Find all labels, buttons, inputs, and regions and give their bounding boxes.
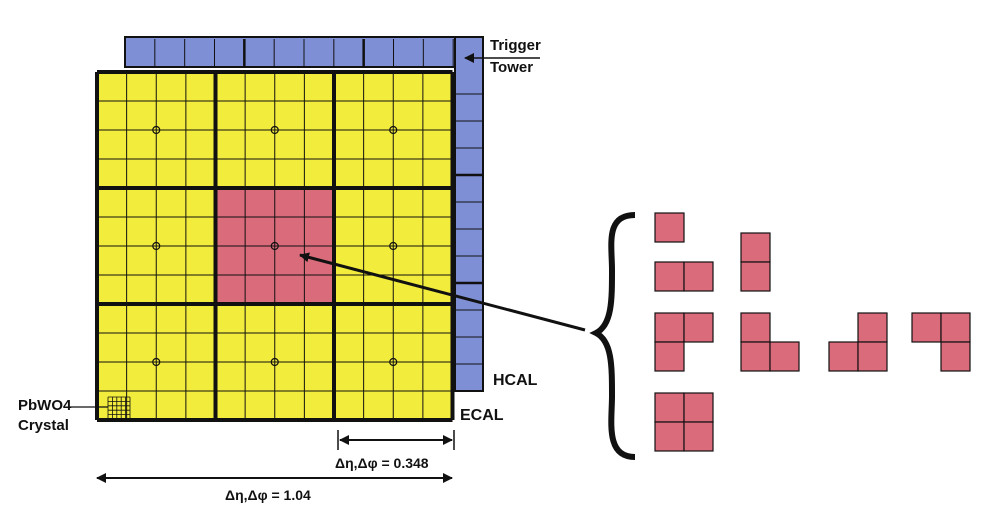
tau-pattern-l-bottom-left [740, 312, 800, 372]
region-center-marker [270, 125, 279, 135]
pattern-cell [683, 392, 714, 423]
tau-pattern-horizontal-pair [654, 261, 714, 292]
center-region [215, 188, 334, 304]
trigger-tower-label-line1: Trigger [490, 37, 541, 54]
tau-patterns [654, 212, 971, 452]
tau-pattern-square [654, 392, 714, 452]
calorimeter-region [215, 304, 334, 420]
tau-pattern-l-top-left [654, 312, 714, 372]
hcal-right-strip [454, 36, 484, 392]
pattern-cell [828, 341, 859, 372]
trigger-tower-label-line2: Tower [490, 59, 533, 76]
pattern-cell [654, 392, 685, 423]
pattern-cell [654, 421, 685, 452]
pattern-cell [740, 341, 771, 372]
pattern-cell [683, 312, 714, 343]
hcal-layer [124, 36, 484, 392]
region-center-marker [389, 241, 398, 251]
pattern-cell [683, 261, 714, 292]
tau-pattern-vertical-pair [740, 232, 771, 292]
pattern-cell [740, 312, 771, 343]
pattern-brace [589, 212, 636, 460]
dimension-label-small: Δη,Δφ = 0.348 [335, 455, 429, 471]
calorimeter-region [334, 72, 453, 188]
pattern-cell [911, 312, 942, 343]
crystal-label-line1: PbWO4 [18, 397, 72, 414]
pattern-cell [654, 212, 685, 243]
hcal-label: HCAL [493, 372, 538, 389]
region-center-marker [389, 357, 398, 367]
pbwo4-crystal-mesh [107, 396, 131, 420]
region-center-marker [389, 125, 398, 135]
calorimeter-region [97, 188, 216, 304]
region-center-marker [152, 357, 161, 367]
calorimeter-region [215, 72, 334, 188]
pattern-cell [683, 421, 714, 452]
pattern-cell [740, 261, 771, 292]
region-center-marker [152, 125, 161, 135]
dimension-label-large: Δη,Δφ = 1.04 [225, 487, 311, 503]
pattern-pointer-arrow [299, 252, 586, 332]
calorimeter-region [97, 304, 216, 420]
pattern-cell [654, 261, 685, 292]
pattern-cell [769, 341, 800, 372]
pattern-cell [654, 341, 685, 372]
region-center-marker [270, 357, 279, 367]
calorimeter-region [334, 188, 453, 304]
pattern-cell [654, 312, 685, 343]
calorimeter-region [334, 304, 453, 420]
tau-pattern-l-bottom-right [828, 312, 888, 372]
pattern-cell [857, 312, 888, 343]
ecal-label: ECAL [460, 407, 504, 424]
pattern-cell [940, 312, 971, 343]
pattern-cell [857, 341, 888, 372]
calorimeter-region [97, 72, 216, 188]
tau-pattern-single [654, 212, 685, 243]
ecal-grid [95, 70, 455, 422]
region-center-marker [152, 241, 161, 251]
region-center-marker [270, 241, 279, 251]
crystal-label-line2: Crystal [18, 417, 69, 434]
pattern-cell [740, 232, 771, 263]
pattern-cell [940, 341, 971, 372]
tau-pattern-l-top-right [911, 312, 971, 372]
